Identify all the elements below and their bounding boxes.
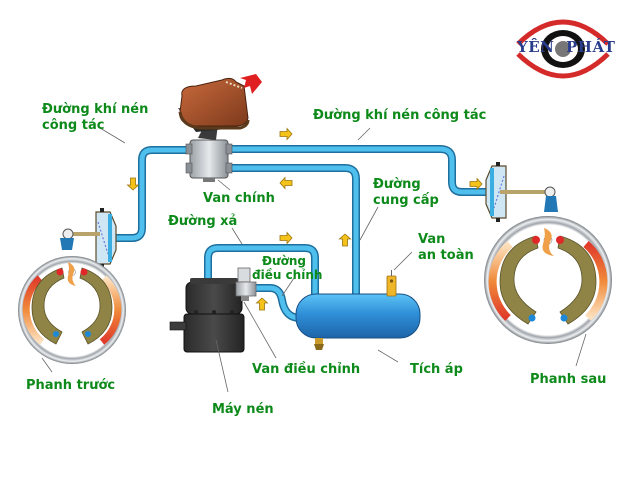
pipes [108,145,492,322]
leader-working-top [357,127,371,141]
label-regulator-line: Đường điều chỉnh [252,254,323,282]
logo-text-phat: PHÁT [566,38,616,56]
label-regulator-valve: Van điều chỉnh [252,362,361,377]
regulator-valve [235,267,257,301]
press-arrow-icon [240,74,262,94]
logo-arc-top [516,19,610,46]
reservoir-tank [295,293,421,350]
label-front-brake: Phanh trước [26,378,116,393]
logo-arc-bottom [516,52,610,79]
leader-reservoir [377,349,399,363]
flow-arrow-left-icon [279,176,293,190]
logo-text-yen: YÊN [517,38,555,56]
leader-rear-brake [575,333,587,367]
leader-regulator-valve [243,301,277,359]
label-safety-valve: Van an toàn [418,232,474,263]
label-working-air-line-left: Đường khí nén công tác [42,102,149,133]
label-compressor: Máy nén [212,402,274,417]
flow-arrow-right-icon [279,231,293,245]
main-valve [185,139,233,182]
label-working-air-line-top: Đường khí nén công tác [313,108,487,123]
leader-lines [41,127,587,393]
label-exhaust-line: Đường xả [168,214,238,229]
compressor [169,278,245,353]
leader-main-valve [217,179,231,191]
front-brake-chamber [60,208,117,268]
rear-brake-drum [484,216,612,344]
label-reservoir: Tích áp [410,362,463,377]
safety-valve [386,270,397,297]
flow-arrows [126,127,483,311]
flow-arrow-right-icon [469,177,483,191]
flow-arrow-up-icon [255,297,269,311]
flow-arrow-up-icon [338,233,352,247]
flow-arrow-right-icon [279,127,293,141]
flow-arrow-down-icon [126,177,140,191]
rear-brake-chamber [485,162,558,222]
logo [516,19,610,79]
leader-exhaust [231,227,243,245]
label-main-valve: Van chính [203,191,275,206]
boot-icon [178,77,250,130]
leader-safety [393,251,413,271]
label-rear-brake: Phanh sau [530,372,607,387]
leader-supply [359,206,379,241]
leader-front-brake [41,357,53,373]
leader-regulator-line [281,277,295,297]
leader-working-left [99,127,126,144]
leader-compressor [215,339,229,393]
front-brake-drum [18,256,126,364]
label-supply-line: Đường cung cấp [373,177,439,208]
